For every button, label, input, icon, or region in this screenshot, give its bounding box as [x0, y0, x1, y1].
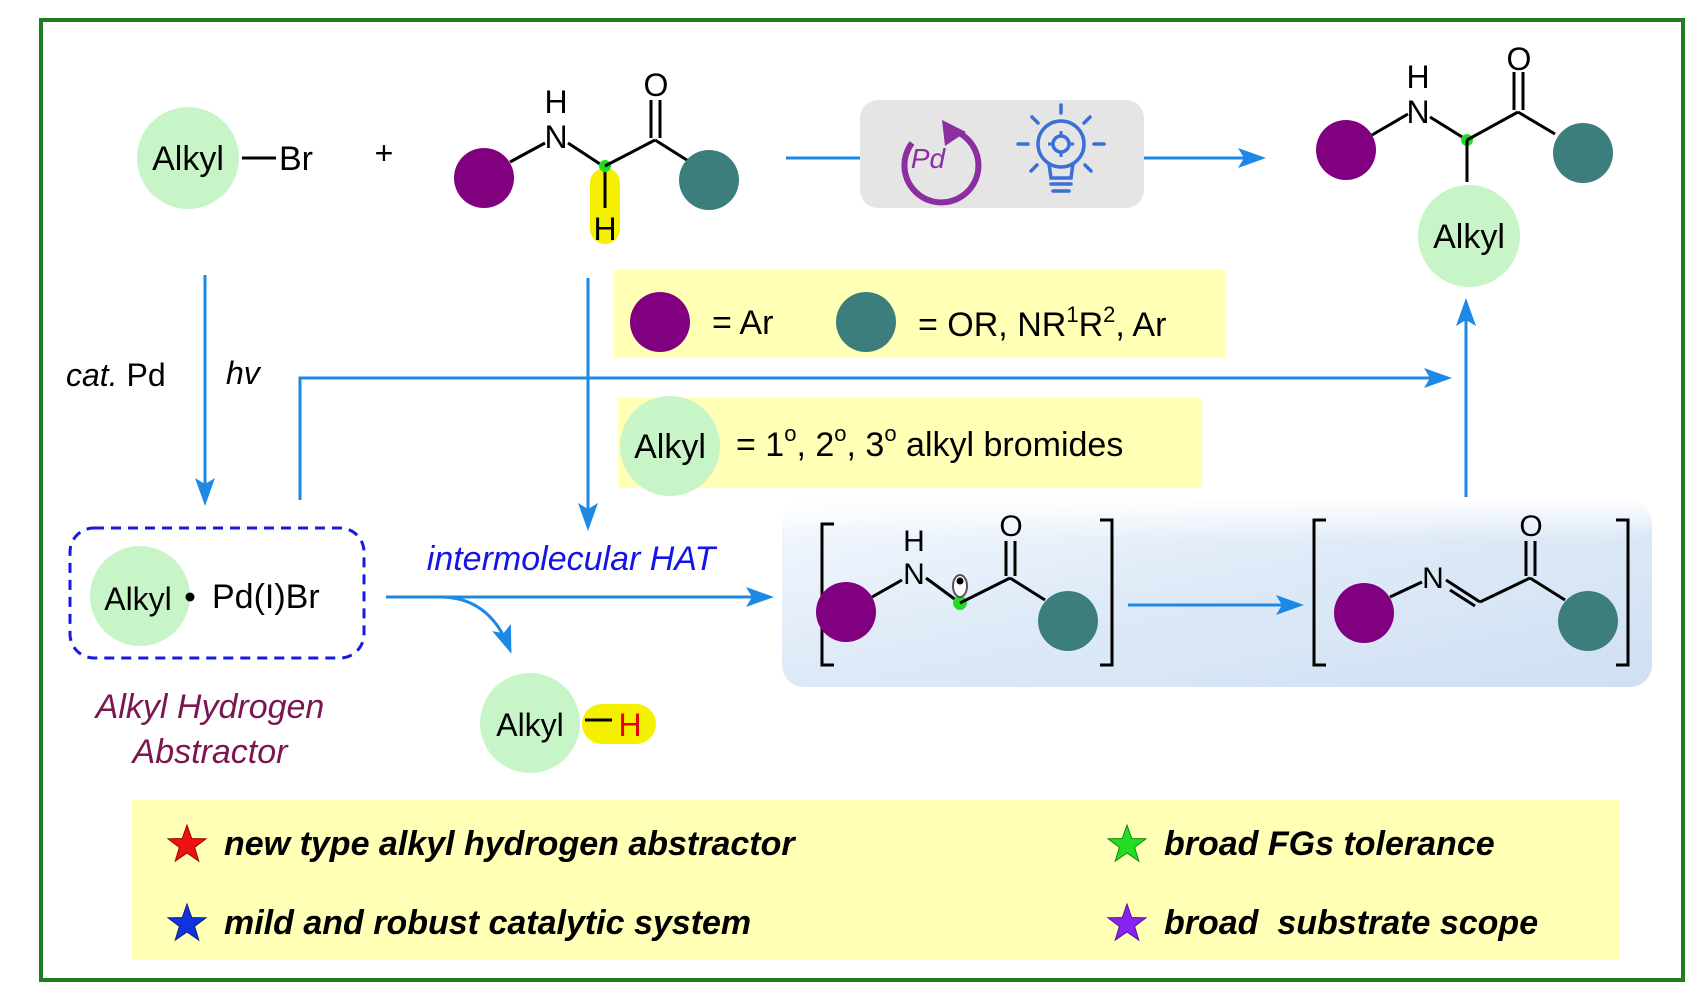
- product-teal-dot: [1553, 123, 1613, 183]
- outer-frame: [39, 18, 1685, 982]
- legend-alkyl-label: Alkyl: [634, 428, 706, 466]
- intermediates-box-glow: [782, 501, 1652, 541]
- product-alkyl-bubble: [1418, 185, 1520, 287]
- hat-label: intermolecular HAT: [427, 540, 718, 578]
- purple-star-icon: [1106, 902, 1148, 942]
- imine-aryl: [1334, 583, 1394, 643]
- legend-alkyl-definition: = 1o, 2o, 3o alkyl bromides: [736, 421, 1123, 464]
- feature-item-4: broad substrate scope: [1106, 902, 1538, 942]
- bulb-gear-teeth: [1048, 131, 1074, 157]
- product-bond-co-r: [1517, 110, 1556, 136]
- legend-teal-dot: [836, 292, 896, 352]
- features-box: [132, 800, 1620, 960]
- imine-o: O: [1519, 510, 1542, 543]
- imine-bond1: [1389, 580, 1423, 599]
- catalyst-condition: cat. Pd: [66, 357, 166, 393]
- conditions-box: [860, 100, 1144, 208]
- bracket-left-2: [1312, 518, 1326, 667]
- pd-cycle-arc: [901, 128, 982, 206]
- byproduct-alkyl-bubble: [480, 673, 580, 773]
- radical-int-teal: [1038, 591, 1098, 651]
- alpha-h-label: H: [593, 211, 616, 247]
- imine-double-1: [1445, 578, 1481, 604]
- arrow-radical-to-product: [298, 368, 1452, 500]
- abstractor-label-line1: Alkyl Hydrogen: [94, 688, 325, 726]
- alkyl-bubble-reactant: [137, 107, 239, 209]
- imine-bond3: [1479, 576, 1531, 604]
- product-aryl-dot: [1316, 120, 1376, 180]
- light-condition: hv: [226, 355, 262, 391]
- product-bond-ar-n: [1371, 112, 1409, 137]
- bond-n-ca: [567, 141, 604, 168]
- legend-box-groups: [614, 270, 1226, 358]
- arrow-hat-branch: [439, 595, 512, 654]
- feature-item-3: mild and robust catalytic system: [166, 902, 751, 942]
- pd-species-label: Pd(I)Br: [212, 578, 320, 616]
- radical-alkyl-bubble: [90, 546, 190, 646]
- radical-int-bond2: [925, 576, 961, 605]
- green-star-icon: [1106, 823, 1148, 863]
- plus-sign: +: [375, 135, 394, 171]
- product-alkyl-label: Alkyl: [1433, 218, 1505, 256]
- feature-text-1: new type alkyl hydrogen abstractor: [224, 825, 796, 863]
- byproduct-h-highlight: [582, 704, 656, 744]
- imine-n: N: [1422, 562, 1444, 595]
- legend-ar-text: = Ar: [712, 304, 773, 342]
- radical-int-n: N: [903, 558, 925, 591]
- radical-int-bond3: [959, 576, 1011, 605]
- radical-orbital-icon: [952, 574, 968, 598]
- bracket-right-2: [1616, 518, 1630, 667]
- radical-int-aryl: [816, 582, 876, 642]
- radical-int-bond1: [871, 578, 903, 599]
- feature-item-2: broad FGs tolerance: [1106, 823, 1495, 863]
- radical-pair-box: [68, 526, 366, 660]
- bond-ca-co: [604, 138, 656, 168]
- radical-int-o: O: [999, 510, 1022, 543]
- radical-dot: [185, 592, 195, 602]
- legend-teal-definition: = OR, NR1R2, Ar: [918, 302, 1166, 344]
- abstractor-label-line2: Abstractor: [131, 733, 290, 771]
- alkyl-label-reactant: Alkyl: [152, 140, 224, 178]
- bracket-right-1: [1100, 518, 1114, 667]
- radical-electron-dot: [956, 577, 964, 585]
- light-bulb-icon: [1016, 103, 1106, 193]
- feature-item-1: new type alkyl hydrogen abstractor: [166, 823, 796, 863]
- product-o-label: O: [1507, 41, 1532, 77]
- byproduct-h-label: H: [618, 707, 641, 743]
- feature-text-3: mild and robust catalytic system: [224, 904, 751, 942]
- aryl-purple-dot: [454, 148, 514, 208]
- teal-group-dot: [679, 150, 739, 210]
- legend-alkyl-bubble: [620, 396, 720, 496]
- red-star-icon: [166, 823, 208, 863]
- byproduct-alkyl-label: Alkyl: [496, 707, 564, 743]
- imine-double-2: [1449, 588, 1476, 608]
- intermediates-box: [782, 501, 1652, 687]
- pd-cycle-arrowhead: [942, 120, 966, 146]
- product-bond-ca-co: [1466, 110, 1519, 142]
- radical-int-bond4: [1009, 576, 1046, 602]
- bond-ar-n: [509, 141, 546, 164]
- blue-star-icon: [166, 902, 208, 942]
- br-label: Br: [279, 140, 313, 178]
- imine-bond4: [1529, 576, 1566, 602]
- carbonyl-o-label: O: [644, 67, 669, 103]
- imine-teal: [1558, 591, 1618, 651]
- radical-alkyl-label: Alkyl: [104, 581, 172, 617]
- pd-catalyst-label: Pd: [911, 143, 947, 174]
- feature-text-2: broad FGs tolerance: [1164, 825, 1495, 863]
- bond-co-r: [654, 138, 691, 164]
- product-bond-n-ca: [1429, 115, 1468, 142]
- nh-h-label: H: [544, 84, 567, 120]
- legend-purple-dot: [630, 292, 690, 352]
- product-nh-n: N: [1406, 94, 1429, 130]
- feature-text-4: broad substrate scope: [1164, 904, 1538, 942]
- radical-int-h: H: [903, 525, 925, 558]
- nh-n-label: N: [544, 119, 567, 155]
- product-nh-h: H: [1406, 59, 1429, 95]
